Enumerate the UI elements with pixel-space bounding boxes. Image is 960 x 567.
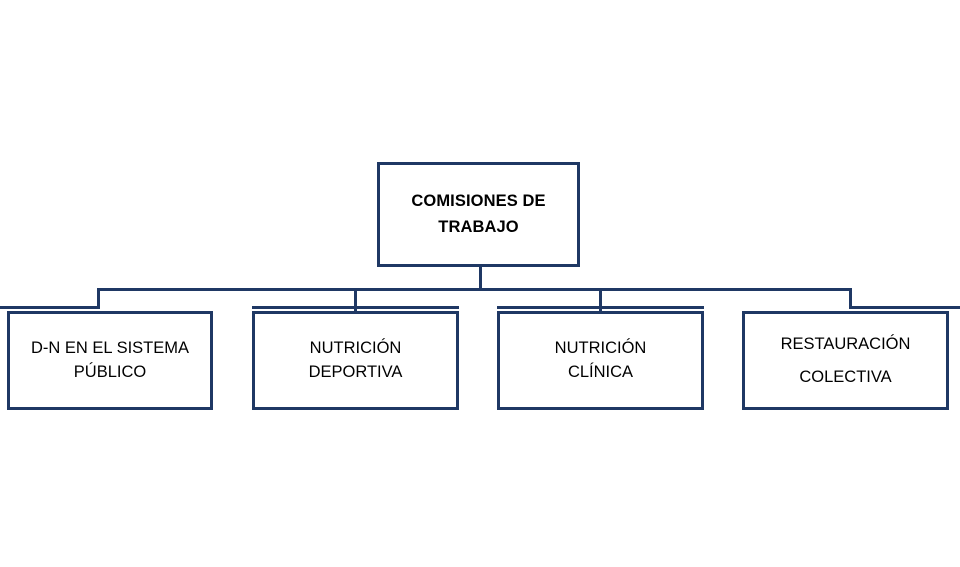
node-restauracion-colectiva[interactable]: RESTAURACIÓN COLECTIVA: [742, 311, 949, 410]
node-child-1-label: NUTRICIÓN DEPORTIVA: [308, 338, 403, 381]
connector-horizontal-bus: [97, 288, 852, 291]
connector-rail-child-2: [497, 306, 704, 309]
connector-drop-right: [849, 288, 852, 309]
node-child-2-label: NUTRICIÓN CLÍNICA: [554, 338, 647, 381]
connector-root-stem: [479, 266, 482, 291]
node-dn-en-el-sistema-publico[interactable]: D-N EN EL SISTEMA PÚBLICO: [7, 311, 213, 410]
node-child-0-label: D-N EN EL SISTEMA PÚBLICO: [31, 338, 189, 381]
connector-drop-left: [97, 288, 100, 309]
connector-stem-child-1: [354, 288, 357, 311]
node-child-3-label: RESTAURACIÓN COLECTIVA: [780, 335, 911, 386]
node-nutricion-clinica[interactable]: NUTRICIÓN CLÍNICA: [497, 311, 704, 410]
connector-rail-child-1: [252, 306, 459, 309]
node-comisiones-de-trabajo[interactable]: COMISIONES DE TRABAJO: [377, 162, 580, 267]
node-root-label: COMISIONES DE TRABAJO: [411, 191, 546, 236]
connector-rail-right: [849, 306, 960, 309]
connector-rail-left: [0, 306, 100, 309]
node-nutricion-deportiva[interactable]: NUTRICIÓN DEPORTIVA: [252, 311, 459, 410]
connector-stem-child-2: [599, 288, 602, 311]
